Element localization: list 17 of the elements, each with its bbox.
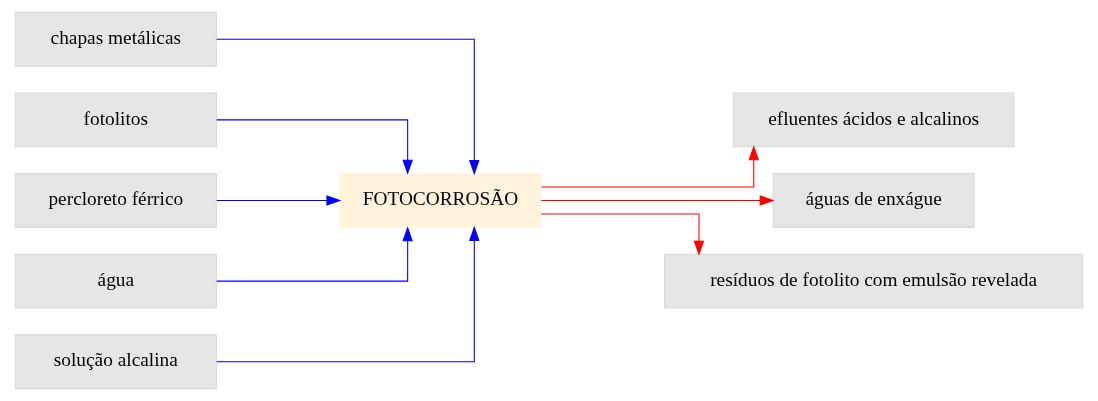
node-box: águas de enxágue	[772, 173, 975, 228]
node-box: chapas metálicas	[14, 11, 217, 67]
arrow	[540, 145, 760, 188]
arrow	[216, 226, 413, 282]
arrow	[540, 213, 705, 256]
arrow	[216, 225, 480, 363]
node-box: resíduos de fotolito com emulsão revelada	[664, 253, 1084, 309]
node-box: fotolitos	[14, 92, 217, 148]
arrow	[540, 195, 775, 206]
node-box: FOTOCORROSÃO	[339, 173, 542, 228]
node-box: água	[14, 253, 217, 309]
arrow	[216, 38, 480, 176]
node-box: percloreto férrico	[14, 173, 217, 228]
node-box: solução alcalina	[14, 334, 217, 390]
arrow	[216, 119, 413, 175]
arrow	[216, 195, 342, 206]
node-box: efluentes ácidos e alcalinos	[732, 92, 1015, 148]
